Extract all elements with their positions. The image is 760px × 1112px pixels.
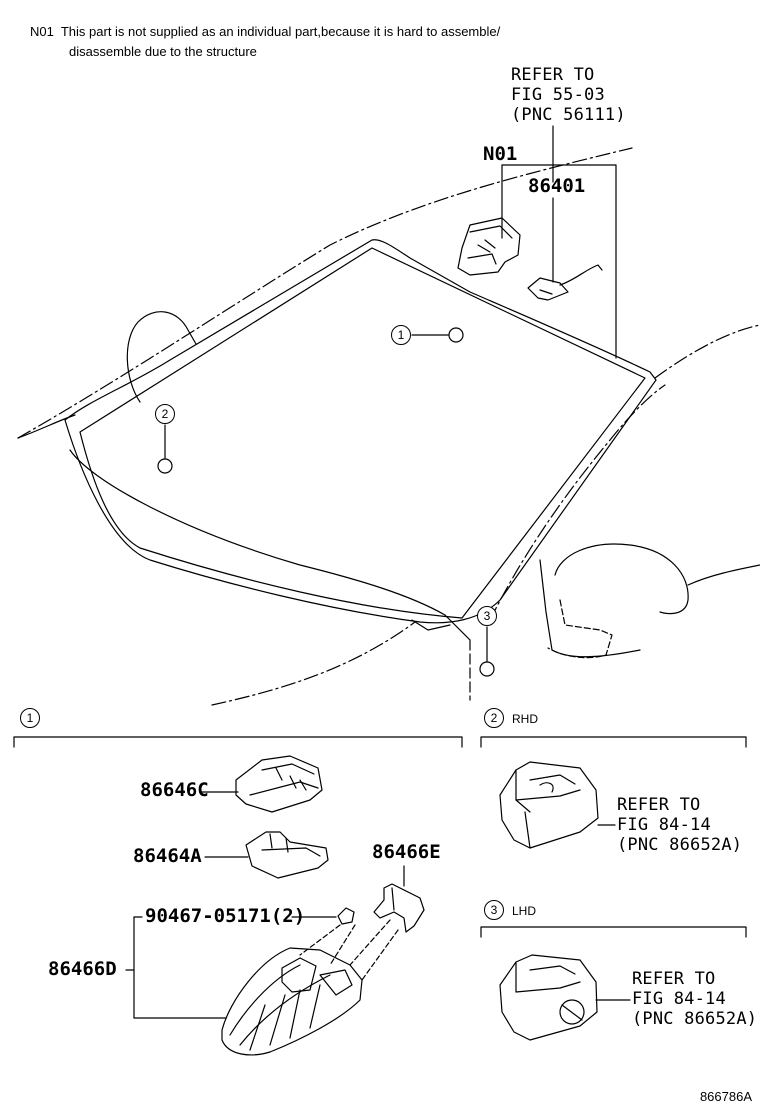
label-86646C: 86646C <box>140 779 209 801</box>
lhd-sensor-drawing <box>499 954 631 1041</box>
top-refer-line-2: FIG 55-03 <box>511 85 605 105</box>
rhd-sensor-drawing <box>499 761 616 849</box>
note-line-1: This part is not supplied as an individu… <box>60 24 501 39</box>
section-2-marker: 2 <box>484 708 504 728</box>
rhd-refer-line-2: FIG 84-14 <box>617 815 711 835</box>
part-86401-drawing <box>527 264 603 301</box>
top-refer-line-3: (PNC 56111) <box>511 105 626 125</box>
part-86464A-drawing <box>204 831 329 879</box>
part-90467-drawing <box>291 907 355 925</box>
section-1-frame <box>13 736 463 748</box>
label-86466E: 86466E <box>372 841 441 863</box>
section-2-frame <box>480 736 747 748</box>
note-code: N01 <box>30 24 54 39</box>
rhd-refer-line-1: REFER TO <box>617 795 701 815</box>
callout-1: 1 <box>391 325 411 345</box>
rhd-refer-line-3: (PNC 86652A) <box>617 835 743 855</box>
part-86646C-drawing <box>199 755 323 813</box>
callout-2: 2 <box>155 404 175 424</box>
part-86466D-drawing <box>125 916 399 1056</box>
glass-point-2 <box>157 458 173 474</box>
note-line-2: disassemble due to the structure <box>69 44 257 59</box>
section-2-tag: RHD <box>512 712 538 726</box>
part-86466E-drawing <box>373 865 425 933</box>
section-3-tag: LHD <box>512 904 537 918</box>
top-leaders <box>164 125 617 663</box>
lhd-refer-line-3: (PNC 86652A) <box>632 1009 758 1029</box>
figure-id: 866786A <box>699 1089 752 1104</box>
glass-point-1 <box>448 327 464 343</box>
note-text: N01 This part is not supplied as an indi… <box>30 22 500 62</box>
label-86401: 86401 <box>528 175 586 197</box>
top-refer-line-1: REFER TO <box>511 65 595 85</box>
label-86464A: 86464A <box>133 845 202 867</box>
section-1-marker: 1 <box>20 708 40 728</box>
vehicle-outline <box>17 147 760 706</box>
label-90467-05171: 90467-05171(2) <box>145 905 306 927</box>
section-3-frame <box>480 926 747 938</box>
camera-bracket-drawing <box>457 217 521 276</box>
glass-point-3 <box>479 661 495 677</box>
callout-3: 3 <box>477 606 497 626</box>
lhd-refer-line-1: REFER TO <box>632 969 716 989</box>
lhd-refer-line-2: FIG 84-14 <box>632 989 726 1009</box>
label-n01: N01 <box>483 143 518 165</box>
section-3-marker: 3 <box>484 900 504 920</box>
label-86466D: 86466D <box>48 958 117 980</box>
